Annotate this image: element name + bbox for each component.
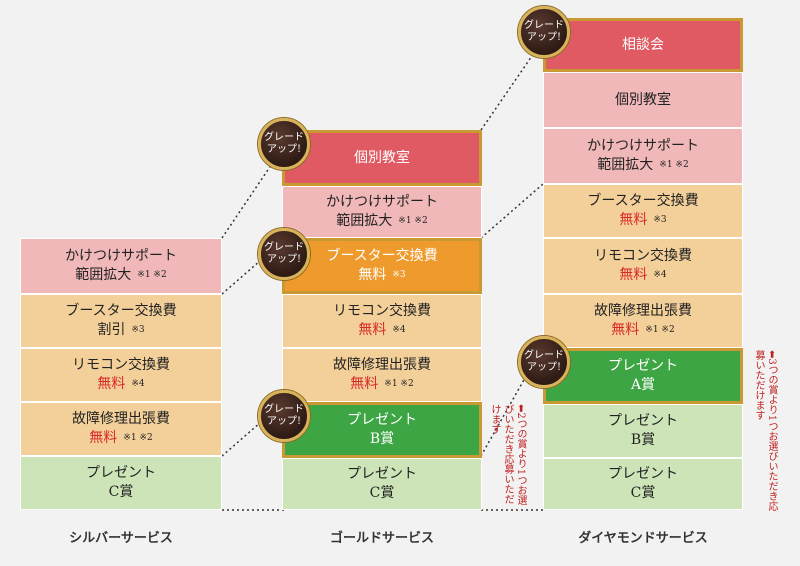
item-sub: C賞	[108, 484, 134, 500]
item-sub: B賞	[630, 432, 656, 448]
diamond-item-present-a: プレゼント A賞	[543, 348, 743, 404]
item-title: プレゼント	[608, 413, 678, 429]
item-note: ※3	[131, 325, 145, 335]
item-note: ※1 ※2	[123, 433, 153, 443]
grade-up-badge-icon: グレードアップ!	[518, 6, 570, 58]
diamond-item-soudankai: 相談会	[543, 18, 743, 72]
item-note: ※4	[392, 325, 406, 335]
item-title: プレゼント	[608, 358, 678, 374]
item-note: ※1 ※2	[137, 270, 167, 280]
item-sub: 無料	[611, 322, 640, 338]
diamond-item-present-b: プレゼント B賞	[543, 404, 743, 458]
grade-up-badge-icon: グレードアップ!	[258, 390, 310, 442]
item-title: プレゼント	[86, 465, 156, 481]
item-title: 故障修理出張費	[333, 357, 431, 373]
connector-line	[221, 401, 285, 457]
diamond-item-present-c: プレゼント C賞	[543, 458, 743, 510]
item-note: ※3	[653, 215, 667, 225]
gold-item-booster: ブースター交換費 無料 ※3	[282, 238, 482, 294]
connector-line	[221, 239, 285, 295]
item-note: ※1 ※2	[645, 325, 675, 335]
item-title: ブースター交換費	[587, 193, 699, 209]
gold-service-label: ゴールドサービス	[329, 531, 434, 546]
gold-item-remocon: リモコン交換費 無料 ※4	[282, 294, 482, 348]
silver-service-label: シルバーサービス	[69, 531, 173, 546]
diamond-item-booster: ブースター交換費 無料 ※3	[543, 184, 743, 238]
item-note: ※4	[131, 379, 145, 389]
item-sub: 範囲拡大	[75, 267, 132, 283]
gold-item-kaketsuke: かけつけサポート 範囲拡大 ※1 ※2	[282, 186, 482, 238]
item-sub: 無料	[350, 376, 379, 392]
item-title: 個別教室	[615, 91, 671, 108]
item-sub: 範囲拡大	[597, 157, 654, 173]
item-title: プレゼント	[347, 466, 417, 482]
connector-line	[480, 183, 544, 239]
gold-item-repair: 故障修理出張費 無料 ※1 ※2	[282, 348, 482, 402]
gold-item-present-b: プレゼント B賞	[282, 402, 482, 458]
item-title: かけつけサポート	[65, 248, 177, 264]
diamond-prize-note: ⬅3つの賞より1つお選びいただき応募いただけます	[753, 350, 777, 512]
silver-item-present-c: プレゼント C賞	[20, 456, 222, 510]
grade-up-badge-icon: グレードアップ!	[518, 336, 570, 388]
silver-item-booster: ブースター交換費 割引 ※3	[20, 294, 222, 348]
silver-item-repair: 故障修理出張費 無料 ※1 ※2	[20, 402, 222, 456]
item-note: ※1 ※2	[659, 160, 689, 170]
item-sub: 範囲拡大	[336, 213, 393, 229]
item-sub: C賞	[369, 485, 395, 501]
silver-item-remocon: リモコン交換費 無料 ※4	[20, 348, 222, 402]
item-title: リモコン交換費	[594, 248, 692, 264]
item-sub: 割引	[97, 322, 126, 338]
item-title: ブースター交換費	[326, 248, 438, 264]
diamond-item-repair: 故障修理出張費 無料 ※1 ※2	[543, 294, 743, 348]
item-title: プレゼント	[608, 466, 678, 482]
diamond-item-kaketsuke: かけつけサポート 範囲拡大 ※1 ※2	[543, 128, 743, 184]
item-title: かけつけサポート	[587, 138, 699, 154]
item-note: ※4	[653, 270, 667, 280]
item-title: リモコン交換費	[333, 303, 431, 319]
item-sub: 無料	[358, 267, 387, 283]
item-sub: 無料	[89, 430, 118, 446]
gold-prize-note: ⬅2つの賞より1つお選びいただき応募いただけます	[489, 404, 526, 506]
item-title: 故障修理出張費	[594, 303, 692, 319]
item-title: 個別教室	[354, 149, 410, 166]
item-title: 相談会	[622, 36, 664, 53]
item-sub: 無料	[619, 267, 648, 283]
item-note: ※1 ※2	[398, 216, 428, 226]
item-title: かけつけサポート	[326, 194, 438, 210]
gold-item-present-c: プレゼント C賞	[282, 458, 482, 510]
item-sub: 無料	[619, 212, 648, 228]
item-sub: B賞	[369, 431, 395, 447]
item-sub: 無料	[358, 322, 387, 338]
diamond-service-label: ダイヤモンドサービス	[578, 531, 708, 546]
diamond-item-remocon: リモコン交換費 無料 ※4	[543, 238, 743, 294]
diamond-item-kobetsu: 個別教室	[543, 72, 743, 128]
item-title: ブースター交換費	[65, 303, 177, 319]
item-title: プレゼント	[347, 412, 417, 428]
item-sub: C賞	[630, 485, 656, 501]
connector-line	[221, 145, 285, 239]
item-note: ※3	[392, 270, 406, 280]
item-sub: A賞	[630, 377, 656, 393]
grade-up-badge-icon: グレードアップ!	[258, 228, 310, 280]
gold-item-kobetsu: 個別教室	[282, 130, 482, 186]
item-title: 故障修理出張費	[72, 411, 170, 427]
grade-up-badge-icon: グレードアップ!	[258, 118, 310, 170]
item-title: リモコン交換費	[72, 357, 170, 373]
silver-item-kaketsuke: かけつけサポート 範囲拡大 ※1 ※2	[20, 238, 222, 294]
item-note: ※1 ※2	[384, 379, 414, 389]
item-sub: 無料	[97, 376, 126, 392]
